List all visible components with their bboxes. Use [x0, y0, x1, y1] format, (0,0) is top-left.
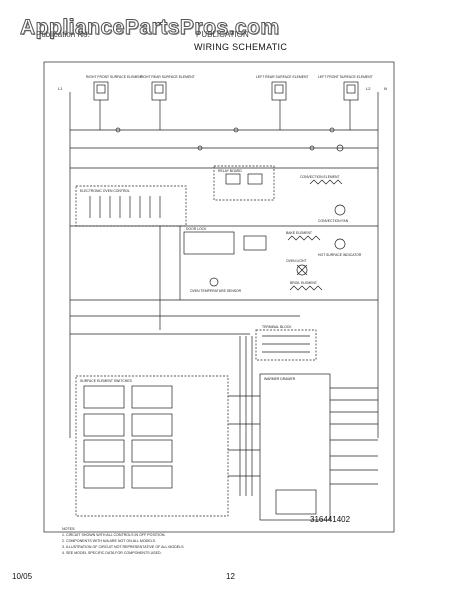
svg-text:3. ILLUSTRATION OF CIRCUIT NOT: 3. ILLUSTRATION OF CIRCUIT NOT REPRESENT…	[62, 545, 185, 549]
l2-label: L2	[366, 86, 371, 91]
right-rear-element	[151, 81, 167, 101]
terminal-label: TERMINAL BLOCK	[262, 325, 292, 329]
left-front-element	[343, 81, 359, 101]
fan-label: CONVECTION FAN	[318, 219, 349, 223]
right-front-label: RIGHT FRONT SURFACE ELEMENT	[86, 75, 143, 79]
left-rear-label: LEFT REAR SURFACE ELEMENT	[256, 75, 309, 79]
surface-element-switches	[75, 375, 229, 517]
footer-page-number: 12	[226, 572, 235, 581]
footer-date: 10/05	[12, 572, 33, 581]
l1-label: L1	[58, 86, 63, 91]
control-label: ELECTRONIC OVEN CONTROL	[80, 189, 130, 193]
hot-surface-indicator-icon	[334, 238, 346, 250]
relay-label: RELAY BOARD	[218, 169, 242, 173]
relay-board	[213, 165, 275, 201]
right-front-element	[93, 81, 109, 101]
schematic-frame	[43, 61, 395, 533]
watermark: AppliancePartsPros.com	[20, 16, 280, 40]
sensor-label: OVEN TEMPERATURE SENSOR	[190, 289, 242, 293]
oven-sensor-icon	[209, 277, 219, 287]
header-publication-mid: PUBLICATION	[196, 30, 249, 39]
svg-text:4. SEE MODEL SPECIFIC DATA FOR: 4. SEE MODEL SPECIFIC DATA FOR COMPONENT…	[62, 551, 162, 555]
broil-label: BROIL ELEMENT	[290, 281, 317, 285]
n-label: N	[384, 86, 387, 91]
bake-label: BAKE ELEMENT	[286, 231, 312, 235]
svg-text:1. CIRCUIT SHOWN WITH ALL CONT: 1. CIRCUIT SHOWN WITH ALL CONTROLS IN OF…	[62, 533, 165, 537]
convection-label: CONVECTION ELEMENT	[300, 175, 340, 179]
convection-element	[309, 179, 343, 185]
oven-light-icon	[296, 264, 308, 276]
warmer-drawer	[259, 373, 331, 521]
broil-element	[289, 285, 323, 291]
svg-text:NOTES:: NOTES:	[62, 527, 75, 531]
hot-label: HOT SURFACE INDICATOR	[318, 253, 362, 257]
left-rear-element	[271, 81, 287, 101]
door-lock	[183, 231, 235, 255]
page-title: WIRING SCHEMATIC	[194, 42, 288, 52]
terminal-block	[255, 329, 317, 361]
convection-fan-icon	[334, 204, 346, 216]
left-front-label: LEFT FRONT SURFACE ELEMENT	[318, 75, 373, 79]
switches-label: SURFACE ELEMENT SWITCHES	[80, 379, 132, 383]
part-number: 316441402	[310, 515, 351, 524]
warmer-label: WARMER DRAWER	[264, 377, 296, 381]
right-rear-label: RIGHT REAR SURFACE ELEMENT	[140, 75, 195, 79]
bake-element	[287, 235, 321, 241]
header-publication: Publication No.	[36, 30, 90, 39]
svg-text:2. COMPONENTS WITH N/A ARE NOT: 2. COMPONENTS WITH N/A ARE NOT ON ALL MO…	[62, 539, 156, 543]
notes: NOTES: 1. CIRCUIT SHOWN WITH ALL CONTROL…	[62, 527, 185, 555]
light-label: OVEN LIGHT	[286, 259, 307, 263]
lock-label: DOOR LOCK	[186, 227, 207, 231]
